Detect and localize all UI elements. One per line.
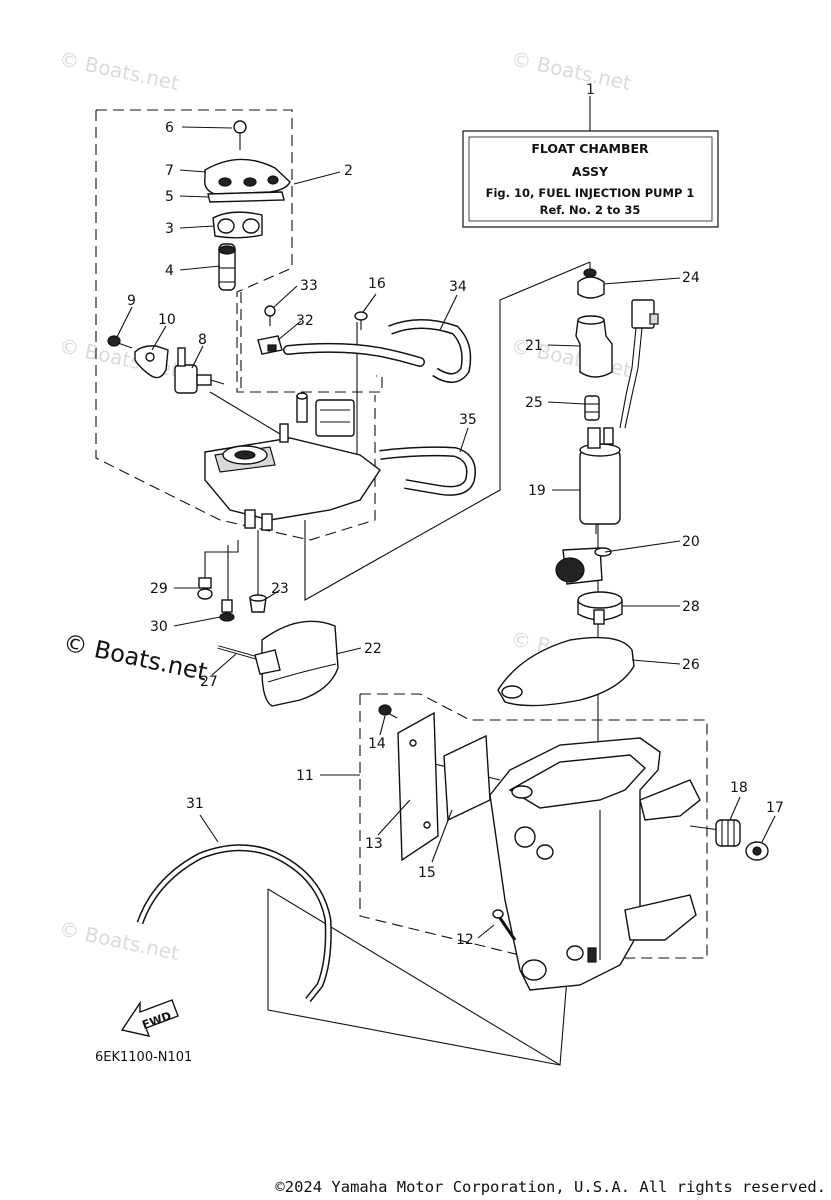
callout-9: 9: [127, 293, 136, 309]
part-hose-31: [136, 844, 332, 1003]
part-grommet-23: [249, 594, 267, 613]
callout-32: 32: [296, 313, 314, 329]
part-hose-35: [379, 446, 476, 496]
callout-16: 16: [368, 276, 386, 292]
callout-2: 2: [344, 163, 353, 179]
part-screw-9: [107, 335, 133, 349]
callout-34: 34: [449, 279, 467, 295]
part-grommet-18: [715, 819, 741, 847]
callout-22: 22: [364, 641, 382, 657]
callout-21: 21: [525, 338, 543, 354]
callout-28: 28: [682, 599, 700, 615]
part-plate-13: [397, 711, 439, 862]
legend-ref-line1: Fig. 10, FUEL INJECTION PUMP 1: [486, 186, 695, 200]
callout-3: 3: [165, 221, 174, 237]
part-gasket-5: [207, 191, 285, 203]
callout-19: 19: [528, 483, 546, 499]
part-clip-32: [257, 335, 283, 355]
callout-17: 17: [766, 800, 784, 816]
callout-23: 23: [271, 581, 289, 597]
legend-title-line2: ASSY: [572, 164, 609, 179]
part-gasket-15: [443, 734, 491, 822]
part-upper-housing: [204, 392, 381, 531]
callout-1: 1: [586, 82, 595, 98]
watermark: © Boats.net: [509, 46, 633, 95]
callout-14: 14: [368, 736, 386, 752]
callout-15: 15: [418, 865, 436, 881]
callout-18: 18: [730, 780, 748, 796]
callout-numbers: 1 2 3 4 5 6 7 8 9 10 11 12 13 14 15 16 1…: [127, 82, 784, 948]
callout-33: 33: [300, 278, 318, 294]
part-filter-20: [555, 547, 612, 585]
part-damper-25: [584, 395, 600, 421]
callout-4: 4: [165, 263, 174, 279]
watermark: © Boats.net: [57, 916, 181, 965]
callout-8: 8: [198, 332, 207, 348]
callout-31: 31: [186, 796, 204, 812]
part-float-chamber-11: [489, 737, 701, 991]
diagram-part-code: 6EK1100-N101: [95, 1050, 192, 1065]
legend-box: FLOAT CHAMBER ASSY Fig. 10, FUEL INJECTI…: [462, 96, 719, 228]
part-pin-27: [217, 645, 258, 660]
callout-25: 25: [525, 395, 543, 411]
callout-26: 26: [682, 657, 700, 673]
part-collar-17: [745, 841, 769, 861]
part-screw-33: [264, 305, 276, 326]
part-screw-6: [233, 120, 247, 150]
callout-7: 7: [165, 163, 174, 179]
callout-leaders: [116, 126, 776, 939]
watermark-bold: © Boats.net: [61, 628, 210, 686]
callout-12: 12: [456, 932, 474, 948]
watermark: © Boats.net: [57, 46, 181, 95]
callout-11: 11: [296, 768, 314, 784]
callout-29: 29: [150, 581, 168, 597]
part-screw-30: [219, 599, 235, 622]
part-clamp-3: [212, 211, 263, 239]
part-screw-16: [354, 311, 368, 330]
callout-35: 35: [459, 412, 477, 428]
copyright-notice: ©2024 Yamaha Motor Corporation, U.S.A. A…: [275, 1178, 826, 1196]
part-gasket-26: [497, 636, 635, 707]
part-filter-22: [254, 620, 339, 707]
part-wire-harness: [619, 299, 659, 429]
fwd-arrow-icon: FWD: [120, 999, 179, 1037]
part-nipple-8: [174, 347, 225, 394]
callout-13: 13: [365, 836, 383, 852]
legend-title-line1: FLOAT CHAMBER: [531, 141, 649, 156]
part-cap-24: [577, 268, 605, 299]
part-cover-7: [204, 158, 291, 195]
part-fuel-pump-19: [579, 427, 621, 534]
callout-24: 24: [682, 270, 700, 286]
part-cup-21: [575, 315, 613, 378]
part-valve-4: [218, 243, 236, 291]
callout-10: 10: [158, 312, 176, 328]
callout-6: 6: [165, 120, 174, 136]
callout-20: 20: [682, 534, 700, 550]
callout-30: 30: [150, 619, 168, 635]
part-hose-34: [283, 319, 472, 383]
part-bolt-14: [378, 704, 398, 719]
part-bolt-29: [197, 577, 213, 600]
part-holder-28: [577, 591, 623, 625]
legend-ref-line2: Ref. No. 2 to 35: [540, 203, 641, 217]
part-screw-12: [492, 909, 517, 941]
callout-27: 27: [200, 674, 218, 690]
callout-5: 5: [165, 189, 174, 205]
part-bracket-10: [134, 345, 169, 379]
